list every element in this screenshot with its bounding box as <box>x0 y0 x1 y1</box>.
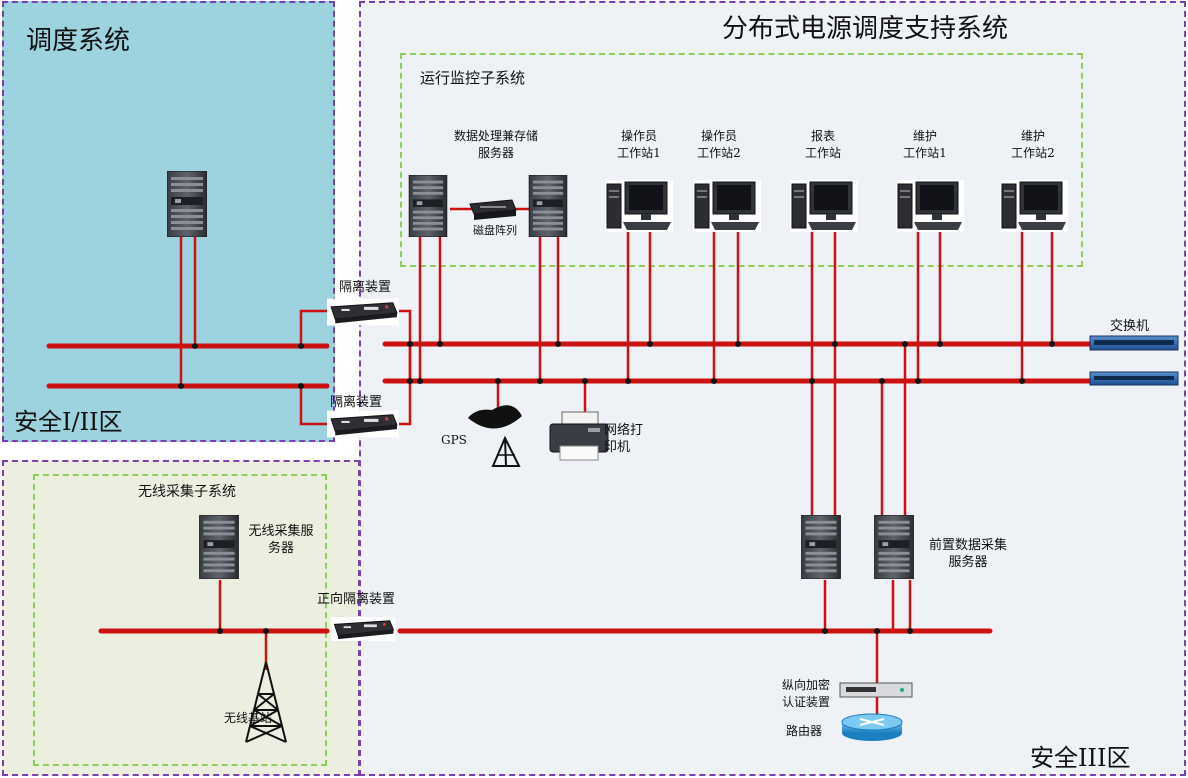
wireless-server-icon <box>199 515 239 579</box>
wireless-server-label: 无线采集服 务器 <box>240 523 322 557</box>
forward-isolator-label: 正向隔离装置 <box>317 592 396 607</box>
maint-ws1-label: 维护 工作站1 <box>890 128 960 162</box>
maint-ws1-label-line2: 工作站1 <box>903 146 947 160</box>
forward-isolator-icon <box>330 617 396 641</box>
maint-ws1-label-line1: 维护 <box>912 129 937 143</box>
frontend-server-b-icon <box>874 515 914 579</box>
drop-lines <box>179 207 1054 722</box>
auth-device-label-line1: 纵向加密 <box>781 678 830 692</box>
maint-ws2-icon <box>1000 180 1068 232</box>
report-ws-icon <box>790 180 858 232</box>
dispatch-zone-title: 调度系统 <box>26 26 131 56</box>
data-server-b-icon <box>528 175 568 237</box>
monitor-subsystem-box <box>400 53 1083 267</box>
safe-zone-3-label: 安全III区 <box>1030 744 1131 772</box>
data-server-label: 数据处理兼存储 服务器 <box>431 128 561 162</box>
safe-zone-12-label: 安全I/II区 <box>14 408 123 436</box>
op-ws1-icon <box>605 180 673 232</box>
report-ws-label: 报表 工作站 <box>788 128 858 162</box>
wireless-subsystem-box <box>33 474 327 766</box>
maint-ws2-label-line1: 维护 <box>1020 129 1045 143</box>
printer-label-line2: 印机 <box>604 440 631 455</box>
printer-icon <box>549 411 609 461</box>
report-ws-label-line1: 报表 <box>810 129 835 143</box>
gps-dish-icon <box>468 405 522 467</box>
junction-dots <box>178 341 1055 634</box>
printer-label-line1: 网络打 <box>604 423 644 438</box>
auth-device-icon <box>839 682 913 698</box>
monitor-subsystem-label: 运行监控子系统 <box>420 69 526 87</box>
switch-icons <box>1089 335 1179 386</box>
op-ws2-label-line1: 操作员 <box>700 129 737 143</box>
op-ws2-label-line2: 工作站2 <box>697 146 741 160</box>
frontend-server-label-line2: 服务器 <box>948 555 988 570</box>
disk-array-label: 磁盘阵列 <box>473 224 517 237</box>
op-ws2-label: 操作员 工作站2 <box>684 128 754 162</box>
wireless-server-label-line1: 无线采集服 <box>248 524 314 539</box>
frontend-server-a-icon <box>801 515 841 579</box>
gps-label: GPS <box>441 433 467 447</box>
op-ws1-label-line1: 操作员 <box>620 129 657 143</box>
data-server-a-icon <box>408 175 448 237</box>
maint-ws1-icon <box>896 180 964 232</box>
op-ws2-icon <box>693 180 761 232</box>
wireless-server-label-line2: 务器 <box>267 541 294 556</box>
maint-ws2-label: 维护 工作站2 <box>998 128 1068 162</box>
maint-ws2-label-line2: 工作站2 <box>1011 146 1055 160</box>
auth-device-label: 纵向加密 认证装置 <box>774 677 838 711</box>
router-label: 路由器 <box>786 724 823 738</box>
isolator-top-label: 隔离装置 <box>339 280 392 295</box>
main-system-title: 分布式电源调度支持系统 <box>722 14 1009 44</box>
wireless-zone <box>2 460 360 776</box>
op-ws1-label-line2: 工作站1 <box>617 146 661 160</box>
report-ws-label-line2: 工作站 <box>804 146 841 160</box>
frontend-server-label-line1: 前置数据采集 <box>928 538 1007 553</box>
op-ws1-label: 操作员 工作站1 <box>604 128 674 162</box>
wireless-tower-icon <box>245 661 287 743</box>
auth-device-label-line2: 认证装置 <box>781 695 830 709</box>
isolator-bottom-label: 隔离装置 <box>330 395 383 410</box>
dispatch-server-icon <box>167 171 207 237</box>
switch-label: 交换机 <box>1110 319 1150 334</box>
frontend-server-label: 前置数据采集 服务器 <box>922 537 1014 571</box>
data-server-label-line2: 服务器 <box>477 146 514 160</box>
router-icon <box>841 713 903 741</box>
data-server-label-line1: 数据处理兼存储 <box>453 129 538 143</box>
disk-array-icon <box>469 199 517 220</box>
printer-label: 网络打 印机 <box>604 422 644 456</box>
isolator-bottom-icon <box>327 410 399 438</box>
isolator-top-icon <box>327 298 399 326</box>
bus-lines <box>46 341 1093 634</box>
wireless-tower-label: 无线基站 <box>224 711 273 725</box>
wireless-subsystem-label: 无线采集子系统 <box>138 484 236 500</box>
